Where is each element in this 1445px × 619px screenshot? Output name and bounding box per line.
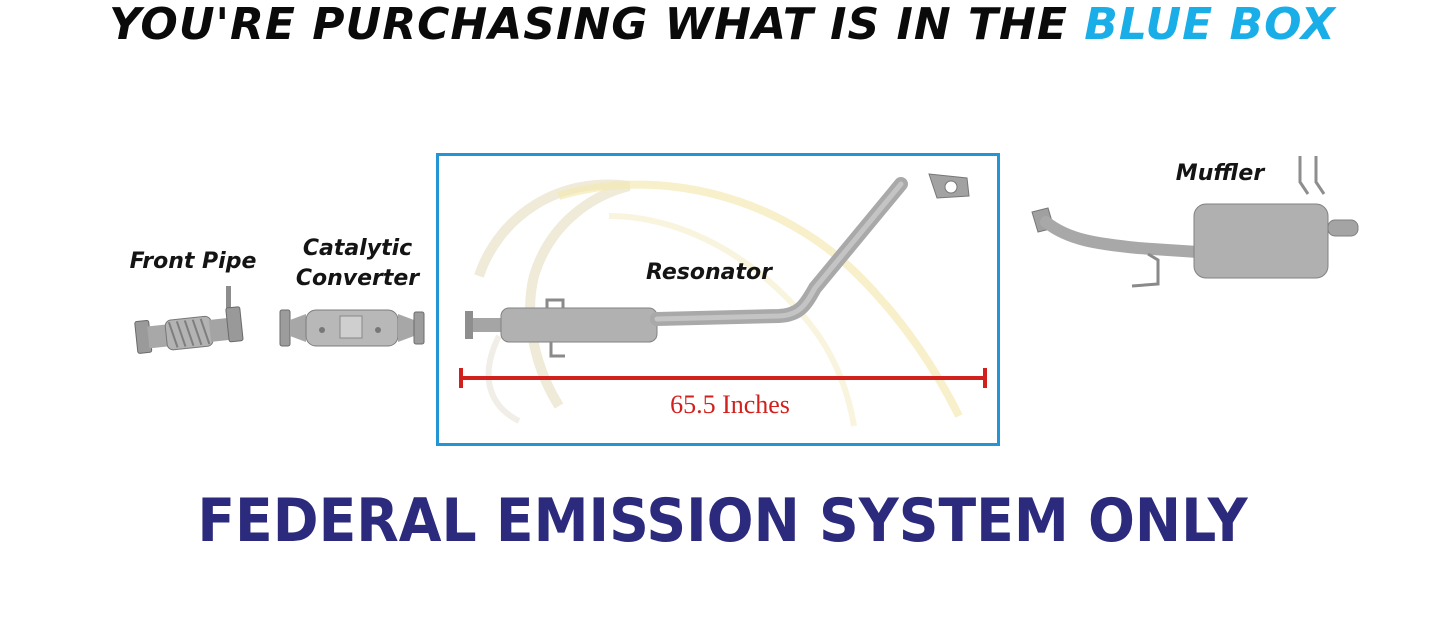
front-pipe-label: Front Pipe <box>129 249 257 274</box>
blue-box-frame: Resonator <box>436 153 1000 446</box>
front-pipe-image <box>134 286 244 354</box>
page-headline: YOU'RE PURCHASING WHAT IS IN THE BLUE BO… <box>0 0 1445 52</box>
measurement-label: 65.5 Inches <box>670 390 790 419</box>
catalytic-label-line1: Catalytic <box>302 236 413 261</box>
muffler-image <box>1031 156 1359 288</box>
footer-banner: FEDERAL EMISSION SYSTEM ONLY <box>197 486 1248 556</box>
catalytic-converter-image <box>279 309 425 347</box>
headline-main: YOU'RE PURCHASING WHAT IS IN THE <box>109 0 1068 50</box>
catalytic-label-line2: Converter <box>295 266 420 291</box>
headline-accent: BLUE BOX <box>1084 0 1336 50</box>
resonator-label: Resonator <box>646 260 772 285</box>
measurement-line <box>459 368 987 388</box>
muffler-label: Muffler <box>1175 161 1265 186</box>
resonator-pipe-image <box>465 173 970 358</box>
